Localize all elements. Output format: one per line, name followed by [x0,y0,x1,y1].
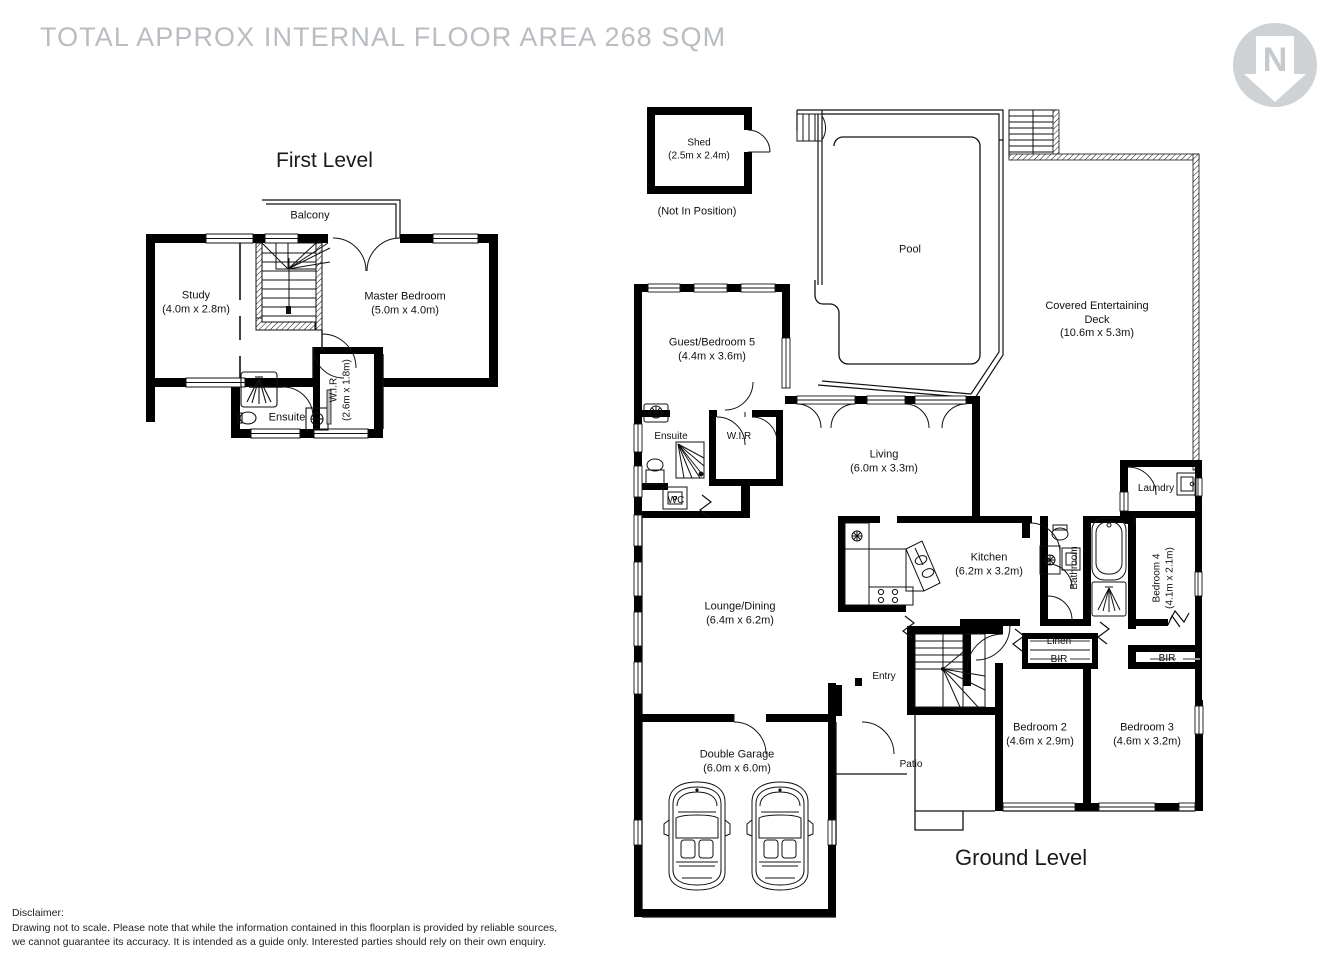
balcony-doors [332,237,401,272]
deck-stair-rail [1052,109,1060,159]
ground-level-caption: Ground Level [955,845,1088,870]
ground-level-thin-lines [641,511,1195,918]
first-level-plan [146,199,498,439]
disclaimer-heading: Disclaimer: [12,907,64,919]
kitchen-fixtures [844,522,941,606]
opening-break-marks [699,494,1190,652]
car-icon-left [663,781,731,891]
balcony-outline [262,199,401,238]
ground-level-windows [633,283,1204,846]
ground-level-plan [633,107,1204,918]
disclaimer-line-1: Drawing not to scale. Please note that w… [12,921,558,934]
shower-fan-icon [677,443,705,479]
page-title: TOTAL APPROX INTERNAL FLOOR AREA 268 SQM [40,22,727,52]
deck-balustrade [1008,153,1200,471]
ground-level-door-swings [716,381,1157,755]
ensuite-wc-fixtures [643,403,705,510]
first-level-windows [185,233,479,439]
vanity-sink-icon [1044,554,1056,566]
cooktop-icon [877,588,899,604]
first-level-staircase [255,242,331,331]
north-arrow-icon: N [1232,22,1318,108]
first-level-ensuite-fixtures [237,371,332,431]
pool-shape [814,136,981,365]
disclaimer-line-2: we cannot guarantee its accuracy. It is … [12,936,547,948]
shower-icon [1097,586,1121,612]
ground-level-walls [634,284,1203,917]
disclaimer: Disclaimer: Drawing not to scale. Please… [12,906,612,950]
first-level-walls [146,234,498,438]
ground-level-staircase [914,633,986,708]
bathroom-fixtures [1039,517,1127,617]
deck-stairs [1008,109,1058,159]
storage-shelf-lines [1030,640,1200,660]
pool-steps-left [796,113,826,142]
car-icon-right [746,781,814,891]
first-level-caption: First Level [276,149,373,172]
shed-outline [647,107,771,194]
compass-letter: N [1263,41,1288,79]
laundry-fixtures [1176,472,1197,496]
basin-icon [649,405,663,419]
fridge-icon [851,530,863,542]
